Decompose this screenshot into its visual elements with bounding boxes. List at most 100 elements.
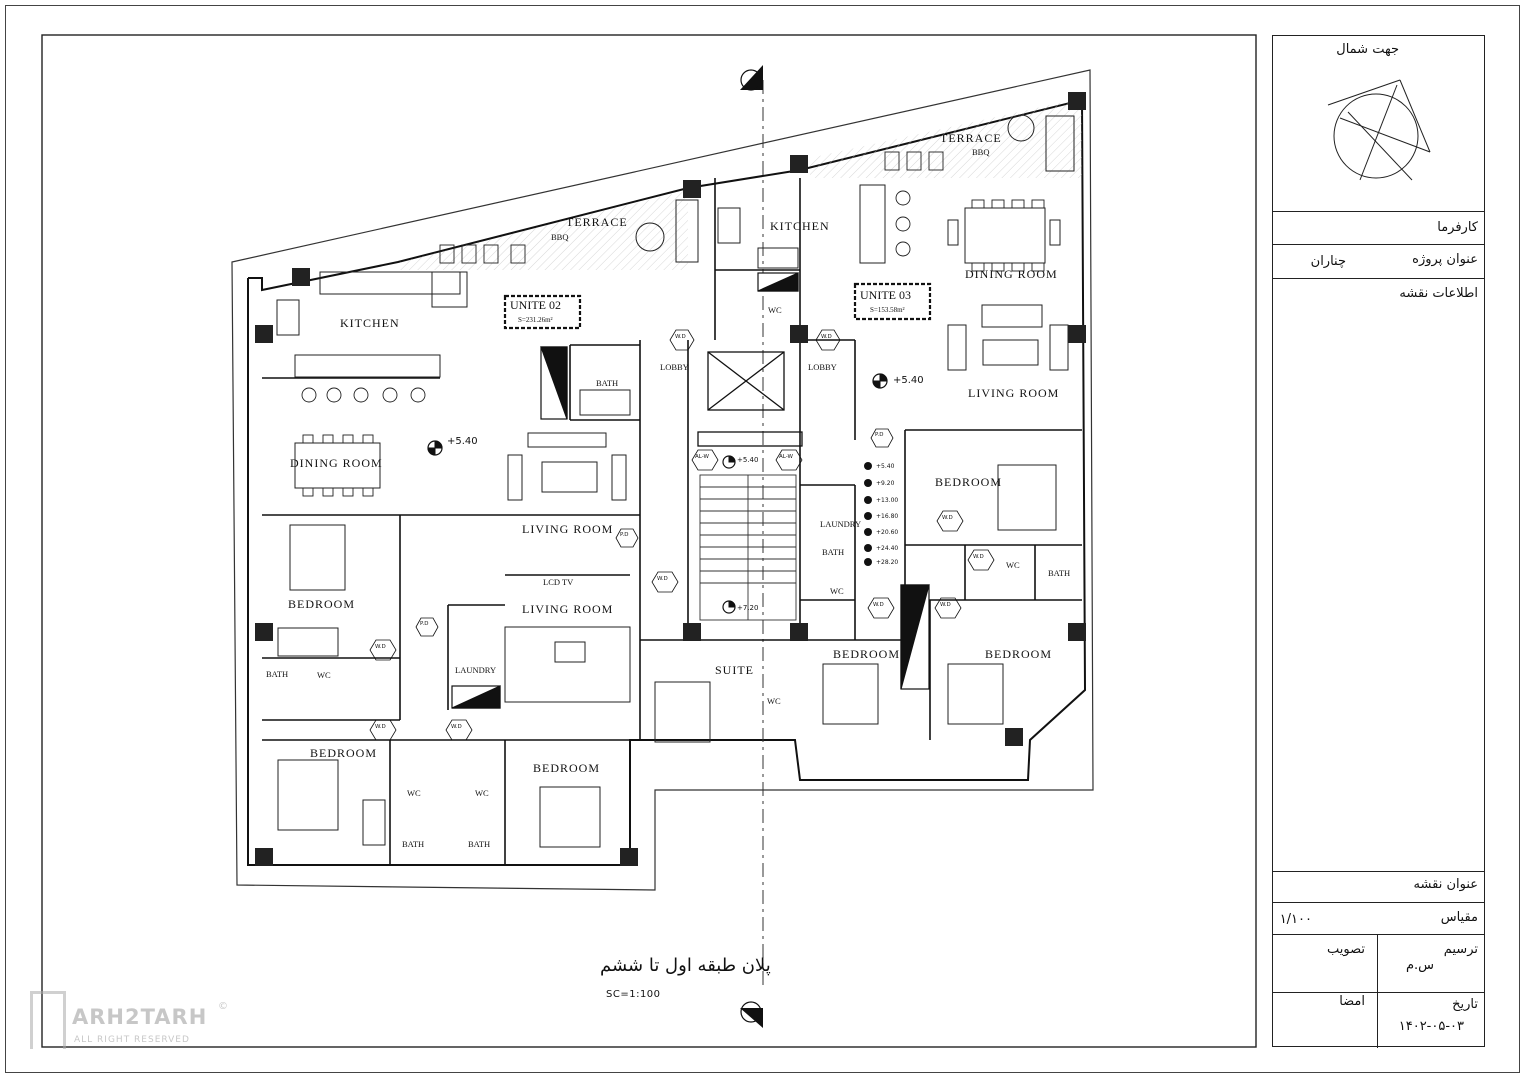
- site-boundary: [231, 69, 1094, 891]
- scale-label: مقیاس: [1440, 910, 1478, 925]
- tb-divider: [1273, 278, 1484, 279]
- staircase: [699, 474, 797, 621]
- terrace-label-right: TERRACE: [940, 131, 1002, 145]
- section-marker-top: [740, 65, 763, 91]
- lobby-label-left: LOBBY: [660, 362, 689, 372]
- level-list-1: +5.40: [876, 463, 895, 470]
- logo-mark-icon: [30, 991, 66, 1049]
- bedroom-label-6: BEDROOM: [985, 647, 1052, 661]
- wc-label-7: WC: [767, 696, 781, 706]
- kitchen-label-right: KITCHEN: [770, 219, 830, 233]
- unit-02-area: S=231.26m²: [518, 316, 553, 324]
- svg-text:P.D: P.D: [620, 532, 628, 538]
- svg-text:W.D: W.D: [973, 554, 984, 560]
- drawn-label: ترسیم: [1443, 942, 1478, 957]
- lobby-label-right: LOBBY: [808, 362, 837, 372]
- bath-label-6: BATH: [1048, 568, 1070, 578]
- date-value: ۱۴۰۲-۰۵-۰۳: [1398, 1019, 1464, 1034]
- bbq-label-left: BBQ: [551, 232, 568, 242]
- svg-text:W.D: W.D: [873, 602, 884, 608]
- bath-label-5: BATH: [822, 547, 844, 557]
- shaft-symbols: [451, 272, 930, 709]
- bath-label-2: BATH: [266, 669, 288, 679]
- tb-divider: [1273, 902, 1484, 903]
- unit-02-box: [503, 294, 582, 330]
- tb-divider: [1273, 992, 1484, 993]
- opening-tags: W.D W.D AL-W AL-W W.D W.D W.D W.D W.D W.…: [369, 329, 995, 741]
- bedroom-label-3: BEDROOM: [533, 761, 600, 775]
- tb-divider: [1273, 244, 1484, 245]
- terrace-hatch: [810, 98, 1082, 178]
- logo-copyright: ©: [218, 1001, 228, 1012]
- level-lobby: +5.40: [737, 456, 758, 464]
- svg-text:AL-W: AL-W: [779, 454, 793, 460]
- svg-text:W.D: W.D: [821, 334, 832, 340]
- lcd-tv-label: LCD TV: [543, 577, 574, 587]
- svg-text:W.D: W.D: [675, 334, 686, 340]
- level-list-5: +20.60: [876, 529, 898, 536]
- interior-walls: [262, 178, 1082, 865]
- dining-room-label-left: DINING ROOM: [290, 456, 383, 470]
- laundry-label-1: LAUNDRY: [455, 665, 496, 675]
- unit-03-area: S=153.58m²: [870, 306, 905, 314]
- wc-label-2: WC: [407, 788, 421, 798]
- svg-text:W.D: W.D: [451, 724, 462, 730]
- structural-columns: [255, 92, 1086, 866]
- project-value: چناران: [1310, 254, 1346, 269]
- bedroom-label-1: BEDROOM: [288, 597, 355, 611]
- signature-label: امضا: [1339, 994, 1365, 1009]
- sheet-title-label: عنوان نقشه: [1413, 877, 1478, 892]
- bath-label-4: BATH: [468, 839, 490, 849]
- logo-subtext: ALL RIGHT RESERVED: [74, 1035, 190, 1045]
- bedroom-label-5: BEDROOM: [833, 647, 900, 661]
- wc-label-5: WC: [830, 586, 844, 596]
- plan-scale: SC=1:100: [606, 989, 661, 1000]
- bbq-label-right: BBQ: [972, 147, 989, 157]
- svg-text:P.D: P.D: [420, 621, 428, 627]
- svg-text:W.D: W.D: [375, 724, 386, 730]
- svg-text:AL-W: AL-W: [695, 454, 709, 460]
- bath-label-3: BATH: [402, 839, 424, 849]
- tb-vline: [1377, 934, 1378, 1048]
- project-label: عنوان پروژه: [1412, 252, 1478, 267]
- drawn-value: س.م: [1405, 958, 1434, 973]
- tb-divider: [1273, 871, 1484, 872]
- client-label: کارفرما: [1437, 220, 1478, 235]
- svg-text:W.D: W.D: [657, 576, 668, 582]
- level-markers: [427, 373, 888, 614]
- living-room-label-1: LIVING ROOM: [522, 522, 613, 536]
- tb-divider: [1273, 211, 1484, 212]
- building-outline: [247, 98, 1087, 866]
- terrace-hatch: [400, 190, 688, 270]
- sheet-frame: [5, 5, 1520, 1073]
- terrace-label-left: TERRACE: [566, 215, 628, 229]
- watermark-logo: ARH2TARH ALL RIGHT RESERVED ©: [28, 985, 233, 1053]
- kitchen-label-left: KITCHEN: [340, 316, 400, 330]
- wc-label-1: WC: [317, 670, 331, 680]
- section-marker-bottom: [740, 1001, 763, 1028]
- level-stair: +7.20: [737, 604, 758, 612]
- svg-text:W.D: W.D: [942, 515, 953, 521]
- info-label: اطلاعات نقشه: [1399, 286, 1478, 301]
- tb-divider: [1273, 934, 1484, 935]
- level-list-6: +24.40: [876, 545, 898, 552]
- level-list-3: +13.00: [876, 497, 898, 504]
- level-list-4: +16.80: [876, 513, 898, 520]
- suite-label: SUITE: [715, 663, 754, 677]
- wc-label-6: WC: [1006, 560, 1020, 570]
- level-list-7: +28.20: [876, 559, 898, 566]
- level-unit3: +5.40: [893, 375, 924, 386]
- level-list-2: +9.20: [876, 480, 895, 487]
- bath-label-1: BATH: [596, 378, 618, 388]
- date-label: تاریخ: [1452, 997, 1478, 1012]
- approved-label: تصویب: [1327, 942, 1365, 957]
- unit-03-name: UNITE 03: [860, 288, 911, 302]
- bedroom-label-2: BEDROOM: [310, 746, 377, 760]
- elevator: [697, 351, 803, 447]
- svg-text:W.D: W.D: [375, 644, 386, 650]
- level-unit2: +5.40: [447, 436, 478, 447]
- living-room-label-2: LIVING ROOM: [522, 602, 613, 616]
- svg-text:W.D: W.D: [940, 602, 951, 608]
- north-label: جهت شمال: [1336, 42, 1399, 57]
